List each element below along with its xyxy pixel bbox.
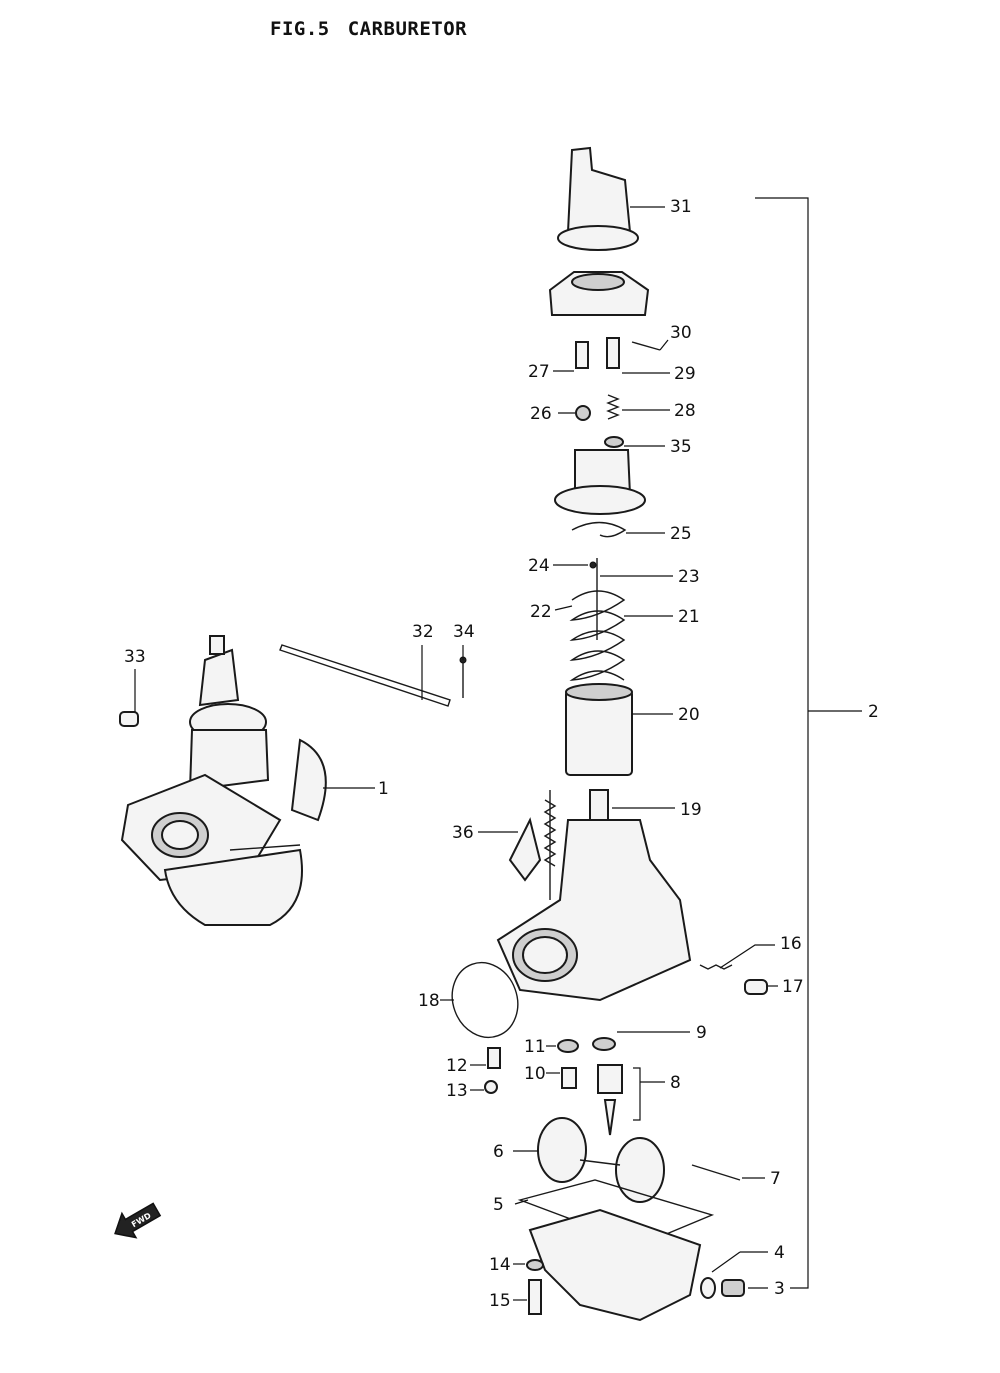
callout-29: 29 bbox=[674, 364, 696, 384]
callout-2: 2 bbox=[868, 702, 879, 722]
callout-15: 15 bbox=[489, 1291, 511, 1311]
callout-10: 10 bbox=[524, 1064, 546, 1084]
callout-27: 27 bbox=[528, 362, 550, 382]
assembly-bracket bbox=[755, 197, 809, 1289]
callout-4: 4 bbox=[774, 1243, 785, 1263]
callout-36: 36 bbox=[452, 823, 474, 843]
callout-23: 23 bbox=[678, 567, 700, 587]
callout-14: 14 bbox=[489, 1255, 511, 1275]
figure-number: FIG.5 bbox=[270, 18, 330, 40]
callout-6: 6 bbox=[493, 1142, 504, 1162]
callout-11: 11 bbox=[524, 1037, 546, 1057]
front-arrow-icon: FWD bbox=[114, 1202, 162, 1239]
callout-3: 3 bbox=[774, 1279, 785, 1299]
callout-22: 22 bbox=[530, 602, 552, 622]
callout-28: 28 bbox=[674, 401, 696, 421]
callout-19: 19 bbox=[680, 800, 702, 820]
callout-31: 31 bbox=[670, 197, 692, 217]
callout-20: 20 bbox=[678, 705, 700, 725]
callout-labels: 1 2 3 4 5 6 7 8 9 10 11 12 13 14 15 16 1… bbox=[124, 197, 879, 1311]
figure-title: FIG.5 CARBURETOR bbox=[270, 18, 467, 40]
callout-12: 12 bbox=[446, 1056, 468, 1076]
figure-name: CARBURETOR bbox=[347, 18, 468, 40]
callout-21: 21 bbox=[678, 607, 700, 627]
callout-18: 18 bbox=[418, 991, 440, 1011]
callout-35: 35 bbox=[670, 437, 692, 457]
callout-13: 13 bbox=[446, 1081, 468, 1101]
callout-26: 26 bbox=[530, 404, 552, 424]
callout-17: 17 bbox=[782, 977, 804, 997]
callout-34: 34 bbox=[453, 622, 475, 642]
callout-16: 16 bbox=[780, 934, 802, 954]
callout-1: 1 bbox=[378, 779, 389, 799]
callout-5: 5 bbox=[493, 1195, 504, 1215]
callout-24: 24 bbox=[528, 556, 550, 576]
leader-lines bbox=[134, 206, 862, 1301]
callout-30: 30 bbox=[670, 323, 692, 343]
callout-9: 9 bbox=[696, 1023, 707, 1043]
exploded-parts bbox=[119, 146, 768, 1322]
callout-7: 7 bbox=[770, 1169, 781, 1189]
carburetor-assembly-illustration bbox=[120, 635, 327, 926]
callout-25: 25 bbox=[670, 524, 692, 544]
callout-33: 33 bbox=[124, 647, 146, 667]
callout-8: 8 bbox=[670, 1073, 681, 1093]
callout-32: 32 bbox=[412, 622, 434, 642]
